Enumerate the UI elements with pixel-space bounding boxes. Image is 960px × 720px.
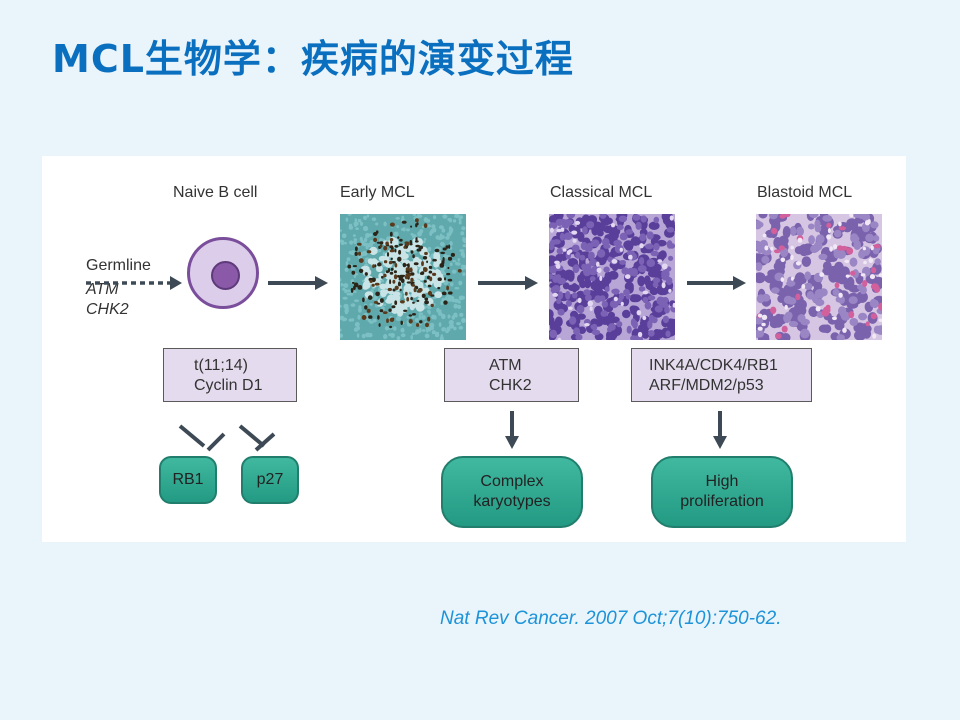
germline-gene-chk2: CHK2 [86,301,129,318]
high-proliferation-box: High proliferation [651,456,793,528]
chk2-label: CHK2 [489,377,532,394]
stage-label-early: Early MCL [340,184,415,201]
arrowhead-down-icon [713,436,727,449]
germline-label: Germline [86,257,151,274]
inhibit-p27-bar [254,432,276,452]
stage-label-naive: Naive B cell [173,184,258,201]
arrowhead-down-icon [505,436,519,449]
blastoid-mcl-histology-image [756,214,882,340]
atm-chk2-box: ATM CHK2 [444,348,579,402]
atm-label: ATM [489,357,522,374]
germline-gene-atm: ATM [86,281,119,298]
ink4a-box: INK4A/CDK4/RB1 ARF/MDM2/p53 [631,348,812,402]
rb1-label: RB1 [172,471,204,488]
complex-label: Complex [480,473,544,490]
cell-nucleus-icon [211,261,240,290]
cyclin-d1-label: Cyclin D1 [194,377,263,394]
germline-block: Germline ATM CHK2 [86,256,151,320]
rb1-box: RB1 [159,456,217,504]
inhibit-p27-line [238,424,266,448]
p27-box: p27 [241,456,299,504]
translocation-box: t(11;14) Cyclin D1 [163,348,297,402]
mcl-evolution-figure: Naive B cell Early MCL Classical MCL Bla… [42,156,906,542]
citation: Nat Rev Cancer. 2007 Oct;7(10):750-62. [440,608,782,629]
complex-karyotypes-box: Complex karyotypes [441,456,583,528]
inhibit-rb1-bar [206,432,226,452]
inhibit-rb1-line [178,424,206,448]
ink4a-label: INK4A/CDK4/RB1 [649,357,778,374]
arrows-layer [86,276,746,452]
slide-title: MCL生物学：疾病的演变过程 [52,37,574,81]
early-mcl-histology-image [340,214,466,340]
karyotypes-label: karyotypes [473,493,551,510]
stage-label-blastoid: Blastoid MCL [757,184,853,201]
germline-arrowhead-icon [170,276,182,290]
classical-mcl-histology-image [549,214,675,340]
proliferation-label: proliferation [680,493,764,510]
naive-b-cell-icon [187,237,259,309]
arrowhead-icon [525,276,538,290]
arrowhead-icon [315,276,328,290]
translocation-label: t(11;14) [194,357,248,374]
arf-label: ARF/MDM2/p53 [649,377,764,394]
high-label: High [705,473,739,490]
p27-label: p27 [256,471,284,488]
stage-label-classical: Classical MCL [550,184,653,201]
arrowhead-icon [733,276,746,290]
